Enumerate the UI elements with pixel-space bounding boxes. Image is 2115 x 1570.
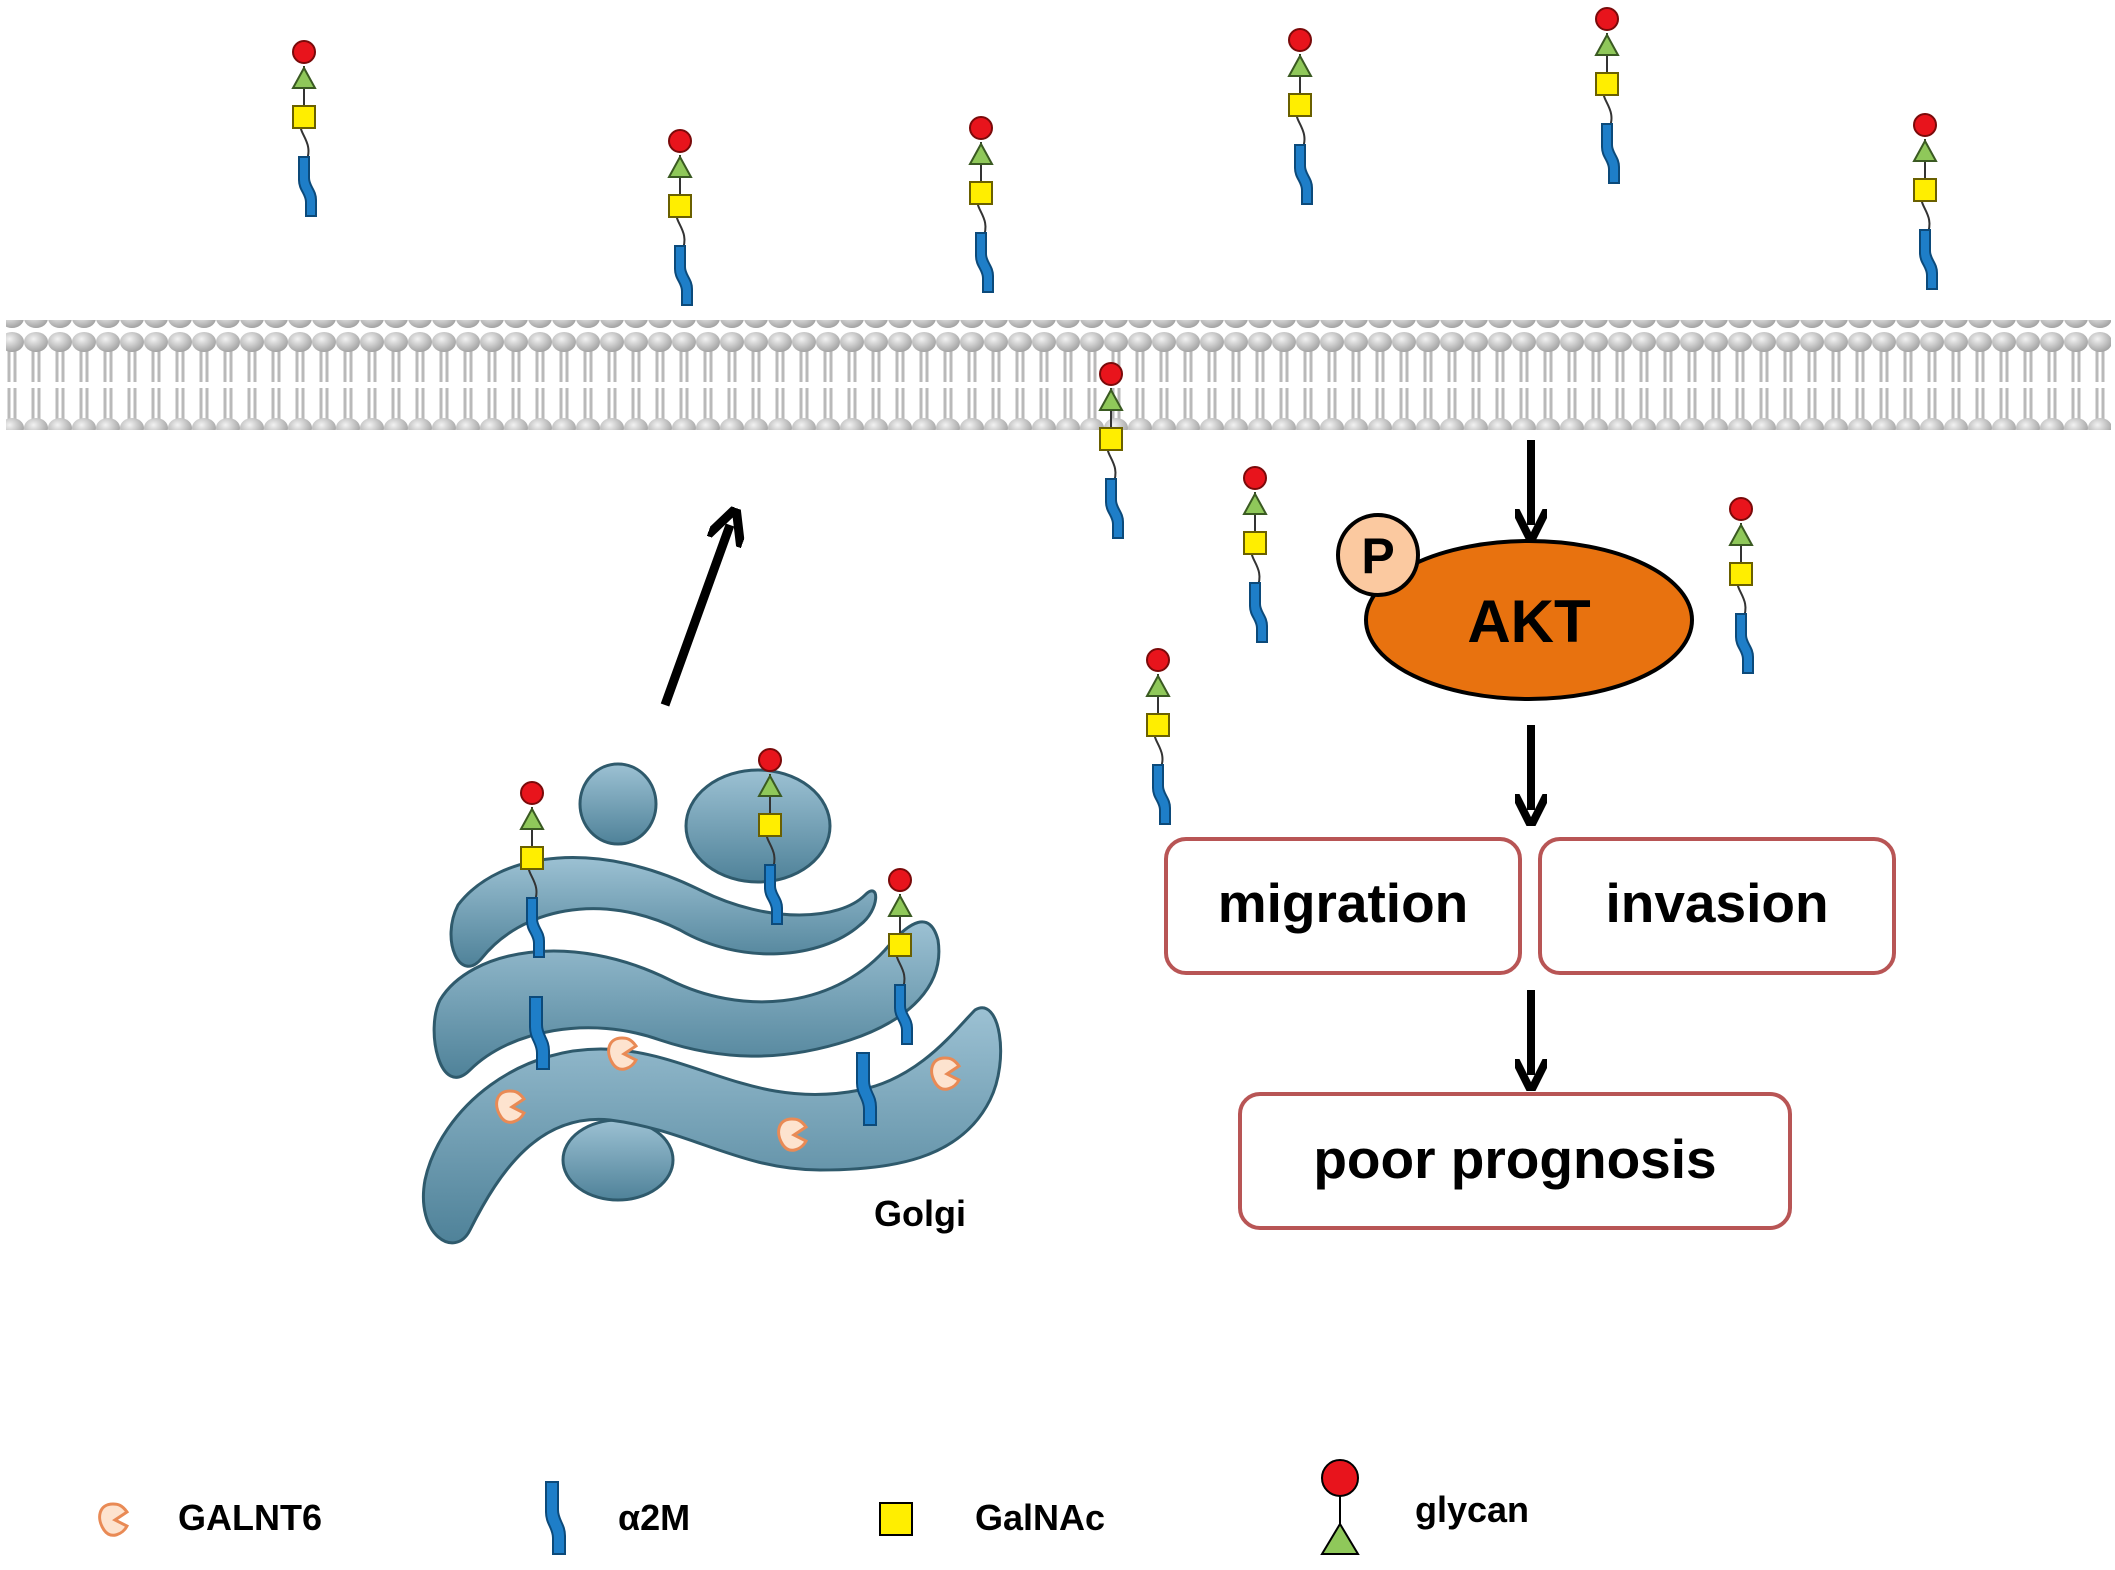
legend-glycan-label: glycan — [1415, 1489, 1529, 1530]
akt-ellipse — [1364, 539, 1694, 701]
phospho-label: P — [1361, 528, 1394, 584]
golgi-cisterna — [421, 1006, 1003, 1245]
akt-node: AKT P — [1336, 513, 1694, 701]
legend-a2m-label: α2M — [618, 1497, 690, 1538]
akt-label: AKT — [1467, 588, 1590, 655]
golgi-vesicle — [561, 1118, 675, 1202]
galnt6-legend-icon — [98, 1502, 129, 1537]
galnac-square-icon — [879, 1502, 913, 1536]
poor-prognosis-box — [1238, 1092, 1792, 1230]
glycoprotein-icon — [668, 129, 693, 306]
invasion-box — [1538, 837, 1896, 975]
glycoprotein-icon — [1595, 7, 1620, 184]
poor-prognosis-label: poor prognosis — [1313, 1128, 1716, 1190]
golgi-cisterna — [432, 920, 941, 1079]
legend: GALNT6 α2M GalNAc glycan — [98, 1459, 1529, 1555]
arrow-icon — [660, 525, 730, 707]
arrows — [660, 440, 1531, 1075]
glycoprotein-icon — [292, 40, 317, 217]
golgi-label: Golgi — [874, 1193, 966, 1234]
glycoprotein-icon — [969, 116, 994, 293]
extracellular-glycoproteins — [292, 7, 1938, 306]
phospho-badge — [1336, 513, 1420, 597]
glycoprotein-icon — [1729, 497, 1754, 674]
golgi-cisterna — [449, 856, 878, 968]
glycoprotein-icon — [520, 781, 545, 958]
alpha2m-legend-icon — [545, 1481, 566, 1555]
legend-galnac-label: GalNAc — [975, 1497, 1105, 1538]
glycoprotein-icon — [1288, 28, 1313, 205]
cell-membrane — [6, 320, 2111, 430]
glycan-icon — [1320, 1459, 1360, 1555]
glycoprotein-icon — [1913, 113, 1938, 290]
lipid-bilayer-icon — [6, 320, 2111, 430]
glycoprotein-icon — [1243, 466, 1268, 643]
legend-galnt6-label: GALNT6 — [178, 1497, 322, 1538]
invasion-label: invasion — [1605, 872, 1828, 934]
migration-box — [1164, 837, 1522, 975]
golgi-apparatus-icon: Golgi — [421, 748, 1003, 1245]
outcome-boxes: migration invasion poor prognosis — [1164, 837, 1896, 1230]
golgi-vesicle — [578, 762, 658, 846]
glycoprotein-icon — [1146, 648, 1171, 825]
migration-label: migration — [1218, 872, 1469, 934]
